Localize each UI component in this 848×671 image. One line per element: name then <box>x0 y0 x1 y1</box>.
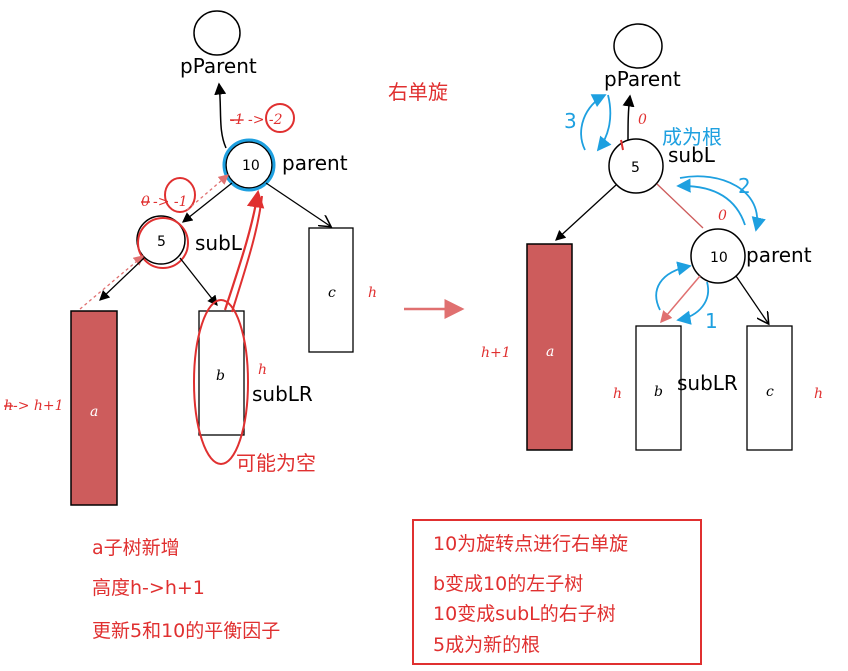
left-subtree-a <box>70 310 118 506</box>
left-edge-10-to-5 <box>181 182 233 223</box>
left-subl-label: subL <box>195 231 243 255</box>
left-parent-link-arrow <box>214 82 227 149</box>
right-notes-border <box>412 519 702 665</box>
left-bf-subl-new: -> -1 <box>153 194 188 210</box>
right-h-b: h <box>613 386 622 402</box>
right-tree: pParent 0 3 5 subL 成为根 0 2 10 parent 1 <box>481 23 823 451</box>
left-edge-5-to-b <box>179 257 218 307</box>
right-edge-10-to-b <box>660 275 701 324</box>
left-node-10 <box>225 141 273 189</box>
right-bf-parent: 0 <box>718 208 727 224</box>
right-step2-arrow-a <box>679 175 766 232</box>
left-bf-subl-circle <box>164 177 196 213</box>
right-h-a: h+1 <box>481 345 511 361</box>
left-tree: pParent 10 parent -1 -> -2 5 subL 0 -> -… <box>4 10 377 506</box>
right-parent-link-arrow <box>622 94 635 143</box>
right-pparent-node <box>613 23 663 69</box>
right-subtree-a-label: a <box>546 344 554 360</box>
left-b-to-10-red-arrow-2 <box>231 195 263 313</box>
left-parent-label: parent <box>282 151 348 175</box>
left-edge-5-to-a <box>99 257 145 301</box>
right-subtree-a <box>526 243 573 451</box>
left-bf-subl-old: 0 <box>141 194 150 210</box>
right-edge-10-to-c <box>735 275 768 323</box>
right-step1-arrow-b <box>676 281 709 325</box>
right-node-5 <box>608 138 664 194</box>
right-subl-label: subL <box>668 143 716 167</box>
left-subtree-b <box>198 310 245 436</box>
right-node-5-key: 5 <box>631 160 640 176</box>
right-step1-arrow-a <box>655 261 692 311</box>
left-edge-10-to-c <box>265 182 330 226</box>
right-note-2: b变成10的左子树 <box>433 573 583 595</box>
right-step2-label: 2 <box>738 174 751 198</box>
left-note-1: a子树新增 <box>92 537 180 559</box>
right-step1-label: 1 <box>705 309 718 333</box>
right-red-tick <box>620 139 624 151</box>
left-h-b: h <box>258 362 267 378</box>
right-note-3: 10变成subL的右子树 <box>433 603 616 625</box>
left-node-5-key: 5 <box>157 234 166 250</box>
left-may-be-empty: 可能为空 <box>236 451 316 475</box>
right-sublr-label: subLR <box>677 371 738 395</box>
diagram-title: 右单旋 <box>388 80 448 104</box>
right-parent-label: parent <box>746 243 812 267</box>
left-subtree-c <box>308 227 354 353</box>
left-node-5 <box>136 215 186 265</box>
right-step3-label: 3 <box>564 109 577 133</box>
left-bf-parent-circle <box>265 103 295 133</box>
right-bf-top: 0 <box>638 112 647 128</box>
left-subtree-c-label: c <box>328 285 336 301</box>
right-h-c: h <box>814 386 823 402</box>
left-note-3: 更新5和10的平衡因子 <box>92 620 280 642</box>
left-b-to-10-red-arrow <box>223 189 265 311</box>
left-sublr-label: subLR <box>252 382 313 406</box>
left-propagation-5-to-10 <box>186 174 229 211</box>
right-step3-arrow-back <box>596 94 612 152</box>
left-h-a-new: -> h+1 <box>13 398 64 414</box>
right-notes-box: 10为旋转点进行右单旋 b变成10的左子树 10变成subL的右子树 5成为新的… <box>412 519 702 665</box>
right-subtree-b-label: b <box>654 384 663 400</box>
right-note-4: 5成为新的根 <box>433 634 540 656</box>
right-note-1: 10为旋转点进行右单旋 <box>433 533 628 555</box>
left-subtree-b-red-circle <box>193 299 249 465</box>
right-subtree-b <box>635 325 682 451</box>
right-subtree-c <box>746 325 793 451</box>
left-node-10-key: 10 <box>242 158 260 174</box>
left-h-c: h <box>368 285 377 301</box>
left-propagation-a-to-5 <box>79 255 144 310</box>
left-node-5-red-highlight <box>137 217 189 269</box>
right-subtree-c-label: c <box>766 384 774 400</box>
right-step2-arrow-b <box>676 178 746 226</box>
left-bf-parent-old: -1 <box>230 112 244 128</box>
right-node-10-key: 10 <box>710 250 728 266</box>
right-edge-5-to-10 <box>656 183 704 229</box>
left-notes: a子树新增 高度h->h+1 更新5和10的平衡因子 <box>92 537 280 642</box>
right-pparent-label: pParent <box>604 67 681 91</box>
left-pparent-label: pParent <box>180 54 257 78</box>
left-h-a-old: h <box>4 398 13 414</box>
left-subtree-b-label: b <box>216 368 225 384</box>
right-step3-arrow <box>580 94 607 151</box>
left-note-2: 高度h->h+1 <box>92 577 205 599</box>
left-subtree-a-label: a <box>90 404 98 420</box>
right-becomes-root: 成为根 <box>662 125 722 149</box>
right-edge-5-to-a <box>555 184 617 241</box>
right-node-10 <box>690 228 746 284</box>
left-pparent-node <box>193 10 241 56</box>
